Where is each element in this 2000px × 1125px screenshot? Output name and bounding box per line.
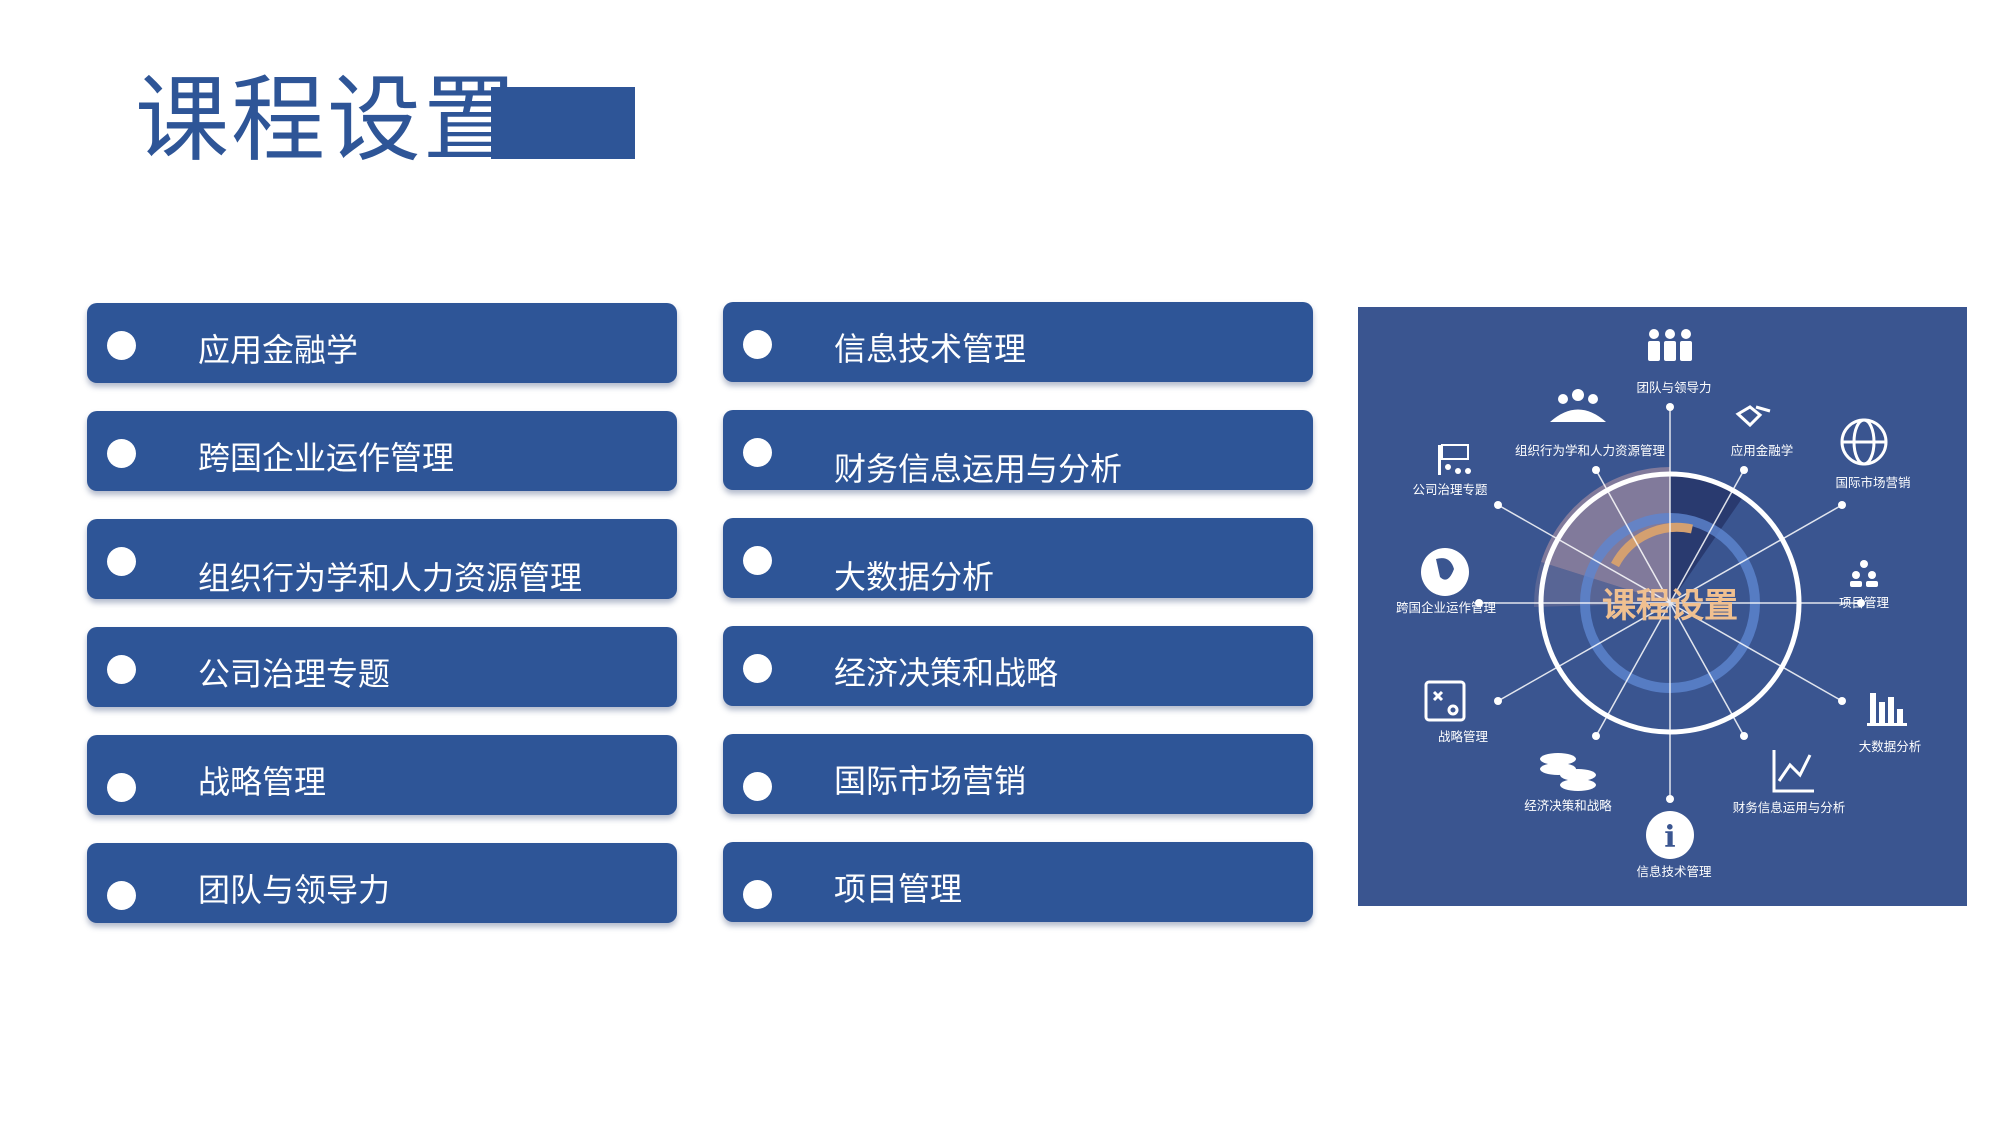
course-item[interactable]: 信息技术管理 — [723, 302, 1313, 382]
course-item[interactable]: 国际市场营销 — [723, 734, 1313, 814]
course-item[interactable]: 组织行为学和人力资源管理 — [87, 519, 677, 599]
course-item[interactable]: 大数据分析 — [723, 518, 1313, 598]
course-wheel-graphic: 课程设置 — [1358, 307, 1967, 906]
course-label: 经济决策和战略 — [834, 654, 1059, 692]
wheel-label-strategy: 战略管理 — [1438, 729, 1489, 744]
team-icon — [1648, 329, 1692, 361]
course-wheel-svg: 课程设置 — [1396, 329, 1922, 879]
course-label: 项目管理 — [834, 870, 963, 908]
wheel-label-economics: 经济决策和战略 — [1524, 798, 1612, 813]
wheel-label-intl-marketing: 国际市场营销 — [1835, 475, 1910, 490]
wheel-label-finance: 应用金融学 — [1731, 443, 1794, 458]
bullet-icon — [743, 772, 772, 801]
course-label: 战略管理 — [198, 763, 327, 801]
wheel-sector-fade — [1533, 562, 1670, 607]
bullet-icon — [107, 547, 136, 576]
wheel-label-it: 信息技术管理 — [1636, 864, 1712, 879]
title-accent-bar — [491, 87, 635, 159]
wheel-spokes — [1479, 407, 1861, 799]
course-item[interactable]: 应用金融学 — [87, 303, 677, 383]
bullet-icon — [743, 330, 772, 359]
wheel-label-bigdata: 大数据分析 — [1859, 739, 1922, 754]
bullet-icon — [743, 880, 772, 909]
bullet-icon — [107, 881, 136, 910]
project-people-icon — [1850, 560, 1878, 587]
people-group-icon — [1550, 389, 1606, 422]
course-list-right: 信息技术管理 财务信息运用与分析 大数据分析 经济决策和战略 国际市场营销 项目… — [723, 302, 1313, 950]
handshake-icon — [1735, 405, 1771, 428]
wheel-label-governance: 公司治理专题 — [1412, 482, 1488, 497]
globe-africa-icon — [1421, 548, 1469, 596]
bullet-icon — [107, 439, 136, 468]
wheel-center-title: 课程设置 — [1602, 586, 1738, 626]
wheel-label-org: 组织行为学和人力资源管理 — [1515, 443, 1666, 458]
bullet-icon — [743, 654, 772, 683]
course-list-left: 应用金融学 跨国企业运作管理 组织行为学和人力资源管理 公司治理专题 战略管理 … — [87, 303, 677, 951]
course-item[interactable]: 战略管理 — [87, 735, 677, 815]
course-label: 团队与领导力 — [198, 871, 391, 909]
presentation-icon — [1438, 444, 1471, 475]
bullet-icon — [107, 331, 136, 360]
course-label: 跨国企业运作管理 — [198, 439, 455, 477]
wheel-label-financial-info: 财务信息运用与分析 — [1733, 800, 1846, 815]
course-label: 大数据分析 — [834, 558, 995, 596]
course-item[interactable]: 财务信息运用与分析 — [723, 410, 1313, 490]
wheel-orange-arc — [1611, 522, 1693, 568]
course-label: 应用金融学 — [198, 331, 359, 369]
bar-chart-icon — [1867, 693, 1907, 726]
course-label: 财务信息运用与分析 — [834, 450, 1123, 488]
course-label: 组织行为学和人力资源管理 — [198, 559, 583, 597]
course-label: 公司治理专题 — [198, 655, 391, 693]
wheel-label-team: 团队与领导力 — [1636, 380, 1711, 395]
globe-icon — [1840, 418, 1888, 466]
course-label: 信息技术管理 — [834, 330, 1027, 368]
line-chart-icon — [1772, 750, 1814, 793]
bullet-icon — [107, 655, 136, 684]
course-item[interactable]: 公司治理专题 — [87, 627, 677, 707]
wheel-label-project: 项目管理 — [1839, 595, 1890, 610]
bullet-icon — [743, 438, 772, 467]
bullet-icon — [107, 773, 136, 802]
wheel-sector-mauve — [1541, 467, 1670, 603]
svg-text:i: i — [1664, 820, 1675, 855]
page-title: 课程设置 — [135, 66, 520, 175]
bullet-icon — [743, 546, 772, 575]
course-item[interactable]: 团队与领导力 — [87, 843, 677, 923]
course-item[interactable]: 经济决策和战略 — [723, 626, 1313, 706]
course-item[interactable]: 跨国企业运作管理 — [87, 411, 677, 491]
info-icon: i — [1646, 811, 1694, 859]
strategy-icon — [1424, 680, 1466, 722]
wheel-label-multinational: 跨国企业运作管理 — [1396, 600, 1497, 615]
course-item[interactable]: 项目管理 — [723, 842, 1313, 922]
wheel-nodes — [1475, 403, 1865, 803]
course-label: 国际市场营销 — [834, 762, 1027, 800]
coins-icon — [1540, 753, 1596, 791]
